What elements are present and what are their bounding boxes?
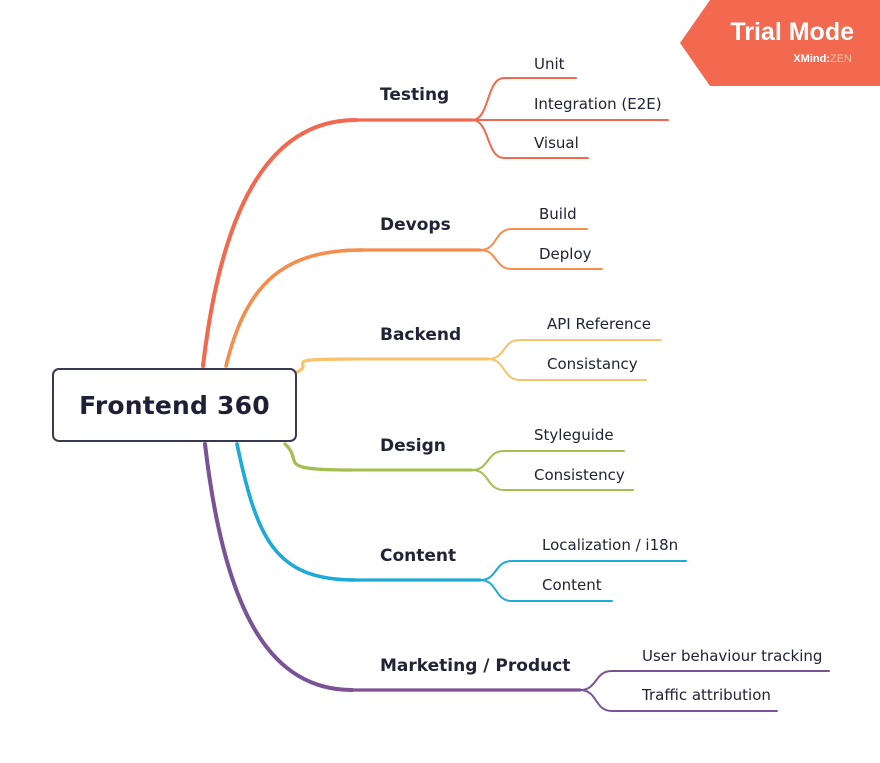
leaf-topic-localization-i18n[interactable]: Localization / i18n (542, 536, 679, 554)
branch-topic-design[interactable]: Design (380, 436, 446, 456)
brand-name: XMind (793, 53, 827, 65)
leaf-topic-consistency[interactable]: Consistency (534, 466, 625, 484)
branch-connector-2 (295, 357, 490, 374)
trial-mode-title: Trial Mode (730, 18, 854, 46)
leaf-connector-0-2 (471, 119, 589, 159)
branch-topic-content[interactable]: Content (380, 546, 457, 566)
leaf-topic-deploy[interactable]: Deploy (539, 245, 592, 263)
branch-connector-base-4 (235, 442, 357, 582)
leaf-connector-4-0 (479, 560, 687, 581)
branch-connector-5 (203, 442, 582, 692)
leaf-connector-3-0 (471, 450, 625, 471)
leaf-topic-integration-e2e[interactable]: Integration (E2E) (534, 95, 662, 113)
leaf-connector-2-0 (487, 339, 662, 360)
leaf-connector-5-1 (579, 689, 778, 712)
branch-topic-marketing[interactable]: Marketing / Product (380, 656, 571, 676)
leaf-topic-user-behaviour-tracking[interactable]: User behaviour tracking (642, 647, 823, 665)
leaf-topic-api-reference[interactable]: API Reference (547, 315, 652, 333)
branch-connector-base-3 (283, 442, 354, 472)
branch-connector-1 (224, 248, 482, 368)
brand-separator: : (826, 53, 830, 65)
leaf-connector-3-1 (471, 469, 634, 491)
branch-connector-base-1 (224, 248, 364, 368)
leaf-topic-build[interactable]: Build (539, 205, 577, 223)
leaf-connector-5-0 (579, 670, 830, 691)
root-topic-label: Frontend 360 (79, 390, 270, 420)
xmind-zen-logo: XMind:ZEN (740, 53, 852, 65)
root-topic[interactable]: Frontend 360 (52, 368, 297, 442)
leaf-connector-0-0 (471, 77, 577, 121)
branch-connector-base-2 (295, 357, 356, 374)
leaf-topic-traffic-attribution[interactable]: Traffic attribution (642, 686, 771, 704)
branch-connector-base-5 (202, 441, 355, 693)
leaf-topic-visual[interactable]: Visual (534, 134, 579, 152)
leaf-connector-4-1 (479, 579, 613, 602)
branch-topic-devops[interactable]: Devops (380, 215, 451, 235)
leaf-connector-2-1 (487, 358, 647, 381)
leaf-topic-unit[interactable]: Unit (534, 55, 565, 73)
brand-edition: ZEN (830, 53, 852, 65)
leaf-topic-consistancy[interactable]: Consistancy (547, 355, 638, 373)
leaf-connector-1-0 (479, 228, 588, 251)
branch-connector-base-0 (200, 117, 359, 369)
branch-topic-backend[interactable]: Backend (380, 325, 462, 345)
leaf-topic-styleguide[interactable]: Styleguide (534, 426, 614, 444)
connector-layer (200, 77, 830, 712)
leaf-connector-1-1 (479, 249, 603, 270)
leaf-topic-content[interactable]: Content (542, 576, 602, 594)
branch-topic-testing[interactable]: Testing (380, 85, 450, 105)
